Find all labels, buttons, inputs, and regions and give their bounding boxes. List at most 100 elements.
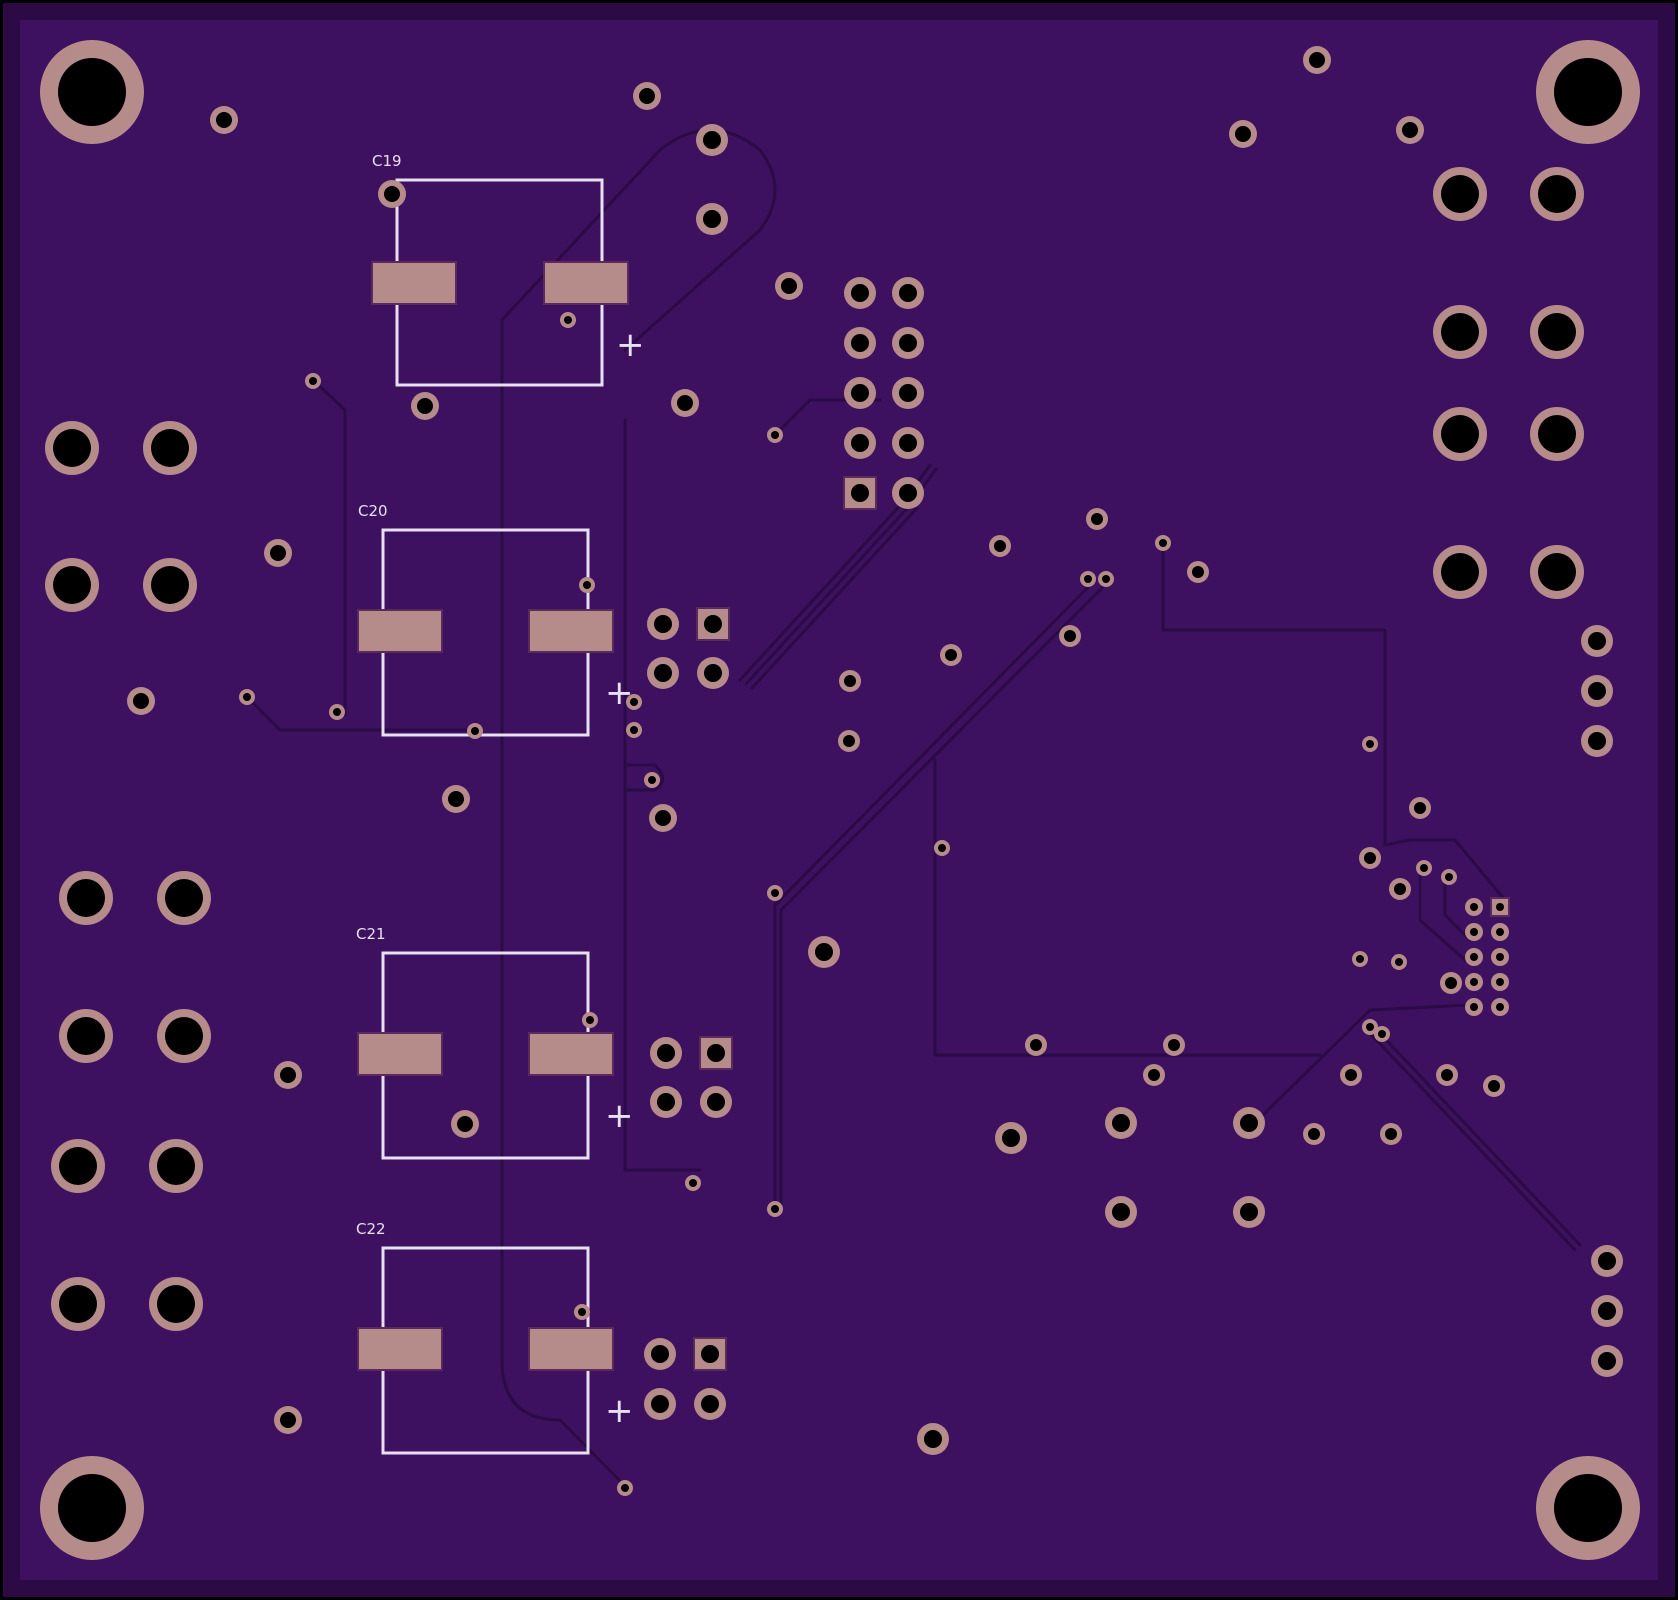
via-drill [1235,126,1251,142]
c19-polarity-mark: + [616,325,645,365]
c21-pad-1 [357,1032,443,1076]
through-hole-pad-drill [1240,1203,1258,1221]
via-drill [1102,575,1110,583]
via-drill [689,1179,697,1187]
c21-header-pin-1-drill [707,1044,725,1062]
fine-connector-pad-drill [1496,953,1504,961]
through-hole-pad-drill [1588,632,1606,650]
via-drill [1378,1030,1386,1038]
smd-pads [357,261,629,1371]
fine-connector-pad-drill [1496,978,1504,986]
through-hole-pad-drill [703,131,721,149]
through-hole-pad-drill [899,384,917,402]
via-drill [1366,740,1374,748]
c22-label: C22 [356,1220,386,1238]
trace-outline-top-right [1161,543,1507,902]
mounting-hole-drill [58,1474,126,1542]
through-hole-pad-drill [1588,732,1606,750]
connector-pad-drill [151,429,189,467]
through-hole-pad-drill [654,615,672,633]
header-pin-1-drill [851,484,869,502]
connector-pad-drill [165,879,203,917]
connector-pad-drill [1441,415,1479,453]
via-drill [578,1308,586,1316]
connector-pad-drill [59,1285,97,1323]
c21-label: C21 [356,925,386,943]
via-drill [1414,802,1426,814]
through-hole-pad-drill [851,384,869,402]
connector-pad-drill [1441,553,1479,591]
through-hole-pad-drill [924,1430,942,1448]
via-drill [844,675,856,687]
via-drill [771,889,779,897]
through-hole-pad-drill [657,1044,675,1062]
trace-bottom-right-2 [1370,1023,1582,1247]
mounting-hole-drill [1554,1474,1622,1542]
c19-pad-1 [371,261,457,305]
via-drill [583,581,591,589]
via-drill [1441,1069,1453,1081]
connector-pad-drill [53,566,91,604]
through-hole-pad-drill [851,434,869,452]
c20-header-pin-1-pad [696,607,730,641]
via-drill [1364,852,1376,864]
through-hole-pad-drill [707,1093,725,1111]
via-drill [280,1412,296,1428]
trace-stub-765 [623,763,664,792]
through-hole-pad-drill [657,1093,675,1111]
via-drill [384,186,400,202]
through-hole-pad-drill [651,1395,669,1413]
fine-connector-pad-drill [1470,1003,1478,1011]
via-drill [1309,52,1325,68]
through-hole-pad-drill [703,210,721,228]
via-drill [771,1205,779,1213]
connector-pad-drill [157,1285,195,1323]
via-drill [448,791,464,807]
connector-pad-drill [1441,313,1479,351]
via-drill [655,810,671,826]
via-drill [843,735,855,747]
connector-pad-drill [1538,175,1576,213]
plated-holes [40,40,1640,1560]
through-hole-pad-drill [1112,1203,1130,1221]
via-drill [1366,1023,1374,1031]
fine-connector-pad-drill [1496,1003,1504,1011]
via-drill [781,278,797,294]
c19-pad-2 [543,261,629,305]
through-hole-pad-drill [654,664,672,682]
via-drill [457,1116,473,1132]
connector-pad-drill [1538,553,1576,591]
via-drill [1356,955,1364,963]
via-drill [309,377,317,385]
connector-pad-drill [1441,175,1479,213]
trace-diag-b1 [773,578,1097,1212]
through-hole-pad-drill [1588,682,1606,700]
through-hole-pad-drill [899,484,917,502]
fine-connector-pad-drill [1470,953,1478,961]
via-drill [1385,1128,1397,1140]
via-drill [994,540,1006,552]
connector-pad-drill [1538,415,1576,453]
mounting-hole-drill [1554,58,1622,126]
c21-pad-2 [528,1032,614,1076]
c22-pad-1 [357,1327,443,1371]
through-hole-pad-drill [701,1395,719,1413]
through-hole-pad-drill [851,284,869,302]
connector-pad-drill [67,879,105,917]
connector-pad-drill [59,1147,97,1185]
via-drill [1402,122,1418,138]
trace-connector-1 [1418,868,1467,962]
via-drill [1091,513,1103,525]
via-drill [133,693,149,709]
via-drill [1345,1069,1357,1081]
mounting-hole-drill [58,58,126,126]
via-drill [216,112,232,128]
via-drill [471,727,479,735]
via-drill [1148,1069,1160,1081]
connector-pad-drill [157,1147,195,1185]
via-drill [280,1067,296,1083]
via-drill [1192,566,1204,578]
through-hole-pad-drill [899,334,917,352]
trace-connector-2 [1443,873,1472,942]
